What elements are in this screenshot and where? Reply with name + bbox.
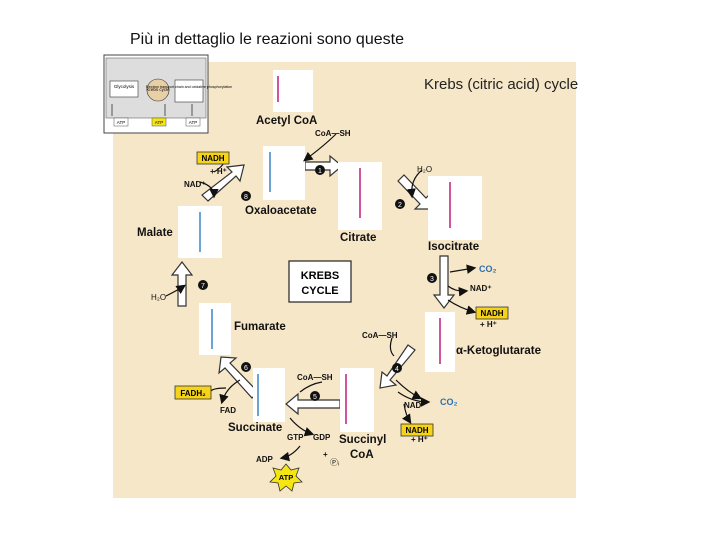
label-co2-1: CO₂ — [479, 264, 497, 274]
arrow-step-5 — [285, 392, 341, 416]
slide-title: Più in dettaglio le reazioni sono queste — [130, 31, 404, 48]
label-isocitrate: Isocitrate — [428, 241, 479, 253]
label-fadh2: FADH₂ — [180, 389, 206, 398]
label-atp: ATP — [279, 473, 293, 482]
step-number-7: 7 — [201, 283, 205, 290]
label-h-1: + H⁺ — [480, 320, 497, 329]
label-nadh-2: NADH — [405, 426, 428, 435]
arrow-step-1 — [304, 154, 343, 178]
figure-title: Krebs (citric acid) cycle — [424, 76, 578, 93]
label-gtp: GTP — [287, 433, 304, 442]
thumb-krebs-circle — [146, 78, 170, 102]
center-label-cycle: CYCLE — [301, 285, 338, 297]
label-adp: ADP — [256, 455, 274, 464]
thumb-etc-label: Electron transport chain and oxidative p… — [146, 85, 233, 89]
thumb-atp-label-3: ATP — [189, 120, 197, 125]
label-malate: Malate — [137, 227, 173, 239]
atp-star: ATP — [269, 463, 303, 492]
step-number-8: 8 — [244, 194, 248, 201]
label-succinyl: Succinyl — [339, 434, 386, 446]
label-h-3: + H⁺ — [210, 167, 227, 176]
center-label-box — [288, 260, 352, 303]
label-pi: Ⓟᵢ — [330, 458, 339, 467]
side-reaction-arrows — [165, 133, 477, 462]
thumb-atp-label-2: ATP — [155, 120, 163, 125]
label-coa-sh-right: CoA—SH — [362, 331, 398, 340]
label-nad-1: NAD⁺ — [470, 284, 492, 293]
step-number-6: 6 — [244, 365, 248, 372]
overview-thumbnail: Glycolysis Krebs cycle Electron transpor… — [103, 54, 233, 134]
step-number-5: 5 — [313, 394, 317, 401]
label-coa-sh-top: CoA—SH — [315, 129, 351, 138]
label-plus: + — [323, 450, 328, 459]
thumb-krebs-label: Krebs cycle — [146, 87, 170, 92]
label-oxaloacetate: Oxaloacetate — [245, 205, 317, 217]
label-citrate: Citrate — [340, 232, 376, 244]
step-number-1: 1 — [318, 168, 322, 175]
label-acetyl-coa: Acetyl CoA — [256, 115, 317, 127]
nadh-box-1 — [475, 306, 509, 320]
thumb-glycolysis-label: Glycolysis — [114, 84, 135, 89]
fadh2-box — [174, 385, 212, 400]
label-h2o-left: H₂O — [151, 293, 166, 302]
step-number-4: 4 — [395, 366, 399, 373]
arrow-step-6 — [218, 356, 259, 399]
label-coa-sh-bottom: CoA—SH — [297, 373, 333, 382]
structure-succinyl-coa — [340, 368, 374, 432]
label-fad: FAD — [220, 406, 236, 415]
label-succinate: Succinate — [228, 422, 282, 434]
step-number-2: 2 — [398, 202, 402, 209]
arrow-step-3 — [432, 255, 456, 309]
nadh-box-3 — [196, 151, 230, 165]
step-numbers: 1 2 3 4 5 6 7 8 — [198, 165, 437, 401]
structure-acetyl-coa — [273, 70, 313, 112]
label-nad-3: NAD⁺ — [184, 180, 206, 189]
arrow-step-7 — [170, 261, 194, 307]
label-succinyl-coa: CoA — [350, 449, 374, 461]
thumb-atp-highlight — [151, 117, 167, 127]
label-fumarate: Fumarate — [234, 321, 286, 333]
step-number-3: 3 — [430, 276, 434, 283]
structure-isocitrate — [428, 176, 482, 240]
thumb-atp-label-1: ATP — [117, 120, 125, 125]
center-label-krebs: KREBS — [301, 270, 340, 282]
carbon-skeletons — [199, 76, 451, 424]
nadh-box-2 — [400, 423, 434, 437]
label-nadh-3: NADH — [201, 154, 224, 163]
label-ketoglutarate: α-Ketoglutarate — [456, 345, 541, 357]
label-nad-2: NAD⁺ — [404, 401, 426, 410]
label-nadh-1: NADH — [480, 309, 503, 318]
label-h2o-right: H₂O — [417, 165, 432, 174]
label-co2-2: CO₂ — [440, 397, 458, 407]
label-gdp: GDP — [313, 433, 331, 442]
label-h-2: + H⁺ — [411, 435, 428, 444]
structure-fumarate — [199, 303, 231, 355]
